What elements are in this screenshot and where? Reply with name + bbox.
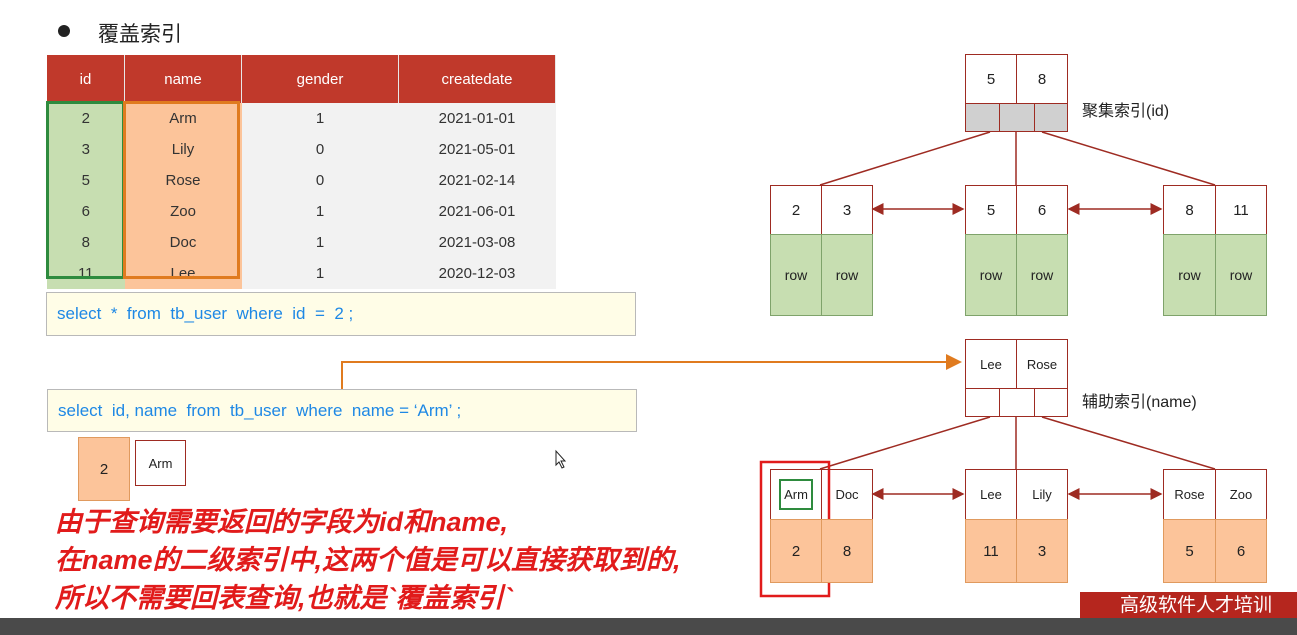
sql-query-by-id: select * from tb_user where id = 2 ; (46, 292, 636, 336)
explanation-line-3: 所以不需要回表查询,也就是`覆盖索引` (55, 583, 513, 613)
cell-gender: 1 (241, 196, 399, 227)
clustered-index-label: 聚集索引(id) (1082, 103, 1170, 120)
table-row: 3 Lily 0 2021-05-01 (47, 134, 556, 165)
result-id-cell: 2 (78, 437, 130, 501)
table-row: 6 Zoo 1 2021-06-01 (47, 196, 556, 227)
section-heading: 覆盖索引 (98, 23, 182, 46)
cell-id: 3 (47, 134, 125, 165)
cell-name: Rose (124, 165, 242, 196)
table-row: 8 Doc 1 2021-03-08 (47, 227, 556, 258)
secondary-index-label: 辅助索引(name) (1082, 394, 1197, 411)
clustered-leaf-row: row (965, 234, 1017, 316)
explanation-line-2: 在name的二级索引中,这两个值是可以直接获取到的, (55, 545, 681, 575)
column-header-name: name (124, 55, 242, 103)
clustered-leaf-key: 3 (821, 185, 873, 235)
clustered-leaf-row: row (1016, 234, 1068, 316)
clustered-leaf-row: row (770, 234, 822, 316)
cell-name: Zoo (124, 196, 242, 227)
secondary-root-pointer (965, 388, 1000, 417)
cell-id: 2 (47, 103, 125, 134)
secondary-root-pointer (999, 388, 1035, 417)
cell-createdate: 2021-01-01 (398, 103, 556, 134)
secondary-leaf-id: 11 (965, 519, 1017, 583)
clustered-leaf-row: row (1215, 234, 1267, 316)
clustered-leaf-key: 5 (965, 185, 1017, 235)
sql-query-by-name: select id, name from tb_user where name … (47, 389, 637, 432)
cell-createdate: 2021-06-01 (398, 196, 556, 227)
secondary-leaf-key-text: Arm (779, 479, 813, 510)
bottom-taskbar (0, 618, 1297, 635)
table-row: 5 Rose 0 2021-02-14 (47, 165, 556, 196)
secondary-leaf-key: Lee (965, 469, 1017, 520)
secondary-leaf-key: Lily (1016, 469, 1068, 520)
cell-createdate: 2021-05-01 (398, 134, 556, 165)
clustered-leaf-row: row (1163, 234, 1216, 316)
secondary-leaf-id: 5 (1163, 519, 1216, 583)
bullet-icon (58, 25, 70, 37)
cell-createdate: 2020-12-03 (398, 258, 556, 289)
clustered-root-key: 5 (965, 54, 1017, 104)
cell-name: Lily (124, 134, 242, 165)
secondary-leaf-id: 2 (770, 519, 822, 583)
name-column-highlight (123, 101, 240, 279)
column-header-id: id (47, 55, 125, 103)
cell-gender: 0 (241, 165, 399, 196)
cell-id: 5 (47, 165, 125, 196)
explanation-line-1: 由于查询需要返回的字段为id和name, (55, 507, 509, 537)
secondary-leaf-key: Zoo (1215, 469, 1267, 520)
secondary-root-key: Lee (965, 339, 1017, 389)
secondary-leaf-id: 6 (1215, 519, 1267, 583)
column-header-gender: gender (241, 55, 399, 103)
secondary-leaf-key: Doc (821, 469, 873, 520)
clustered-leaf-row: row (821, 234, 873, 316)
clustered-leaf-key: 8 (1163, 185, 1216, 235)
cell-gender: 0 (241, 134, 399, 165)
clustered-root-key: 8 (1016, 54, 1068, 104)
clustered-leaf-key: 2 (770, 185, 822, 235)
user-table: id name gender createdate 2 Arm 1 2021-0… (47, 55, 556, 289)
training-banner: 高级软件人才培训 (1080, 592, 1297, 618)
clustered-leaf-key: 6 (1016, 185, 1068, 235)
cell-gender: 1 (241, 103, 399, 134)
cell-name: Arm (124, 103, 242, 134)
column-header-createdate: createdate (398, 55, 556, 103)
cell-gender: 1 (241, 227, 399, 258)
clustered-root-pointer (1034, 103, 1068, 132)
cell-createdate: 2021-02-14 (398, 165, 556, 196)
secondary-leaf-key: Arm (770, 469, 822, 520)
cell-name: Doc (124, 227, 242, 258)
secondary-leaf-id: 8 (821, 519, 873, 583)
table-row: 2 Arm 1 2021-01-01 (47, 103, 556, 134)
secondary-leaf-key: Rose (1163, 469, 1216, 520)
secondary-leaf-id: 3 (1016, 519, 1068, 583)
cell-gender: 1 (241, 258, 399, 289)
secondary-root-pointer (1034, 388, 1068, 417)
cell-id: 8 (47, 227, 125, 258)
clustered-root-pointer (965, 103, 1000, 132)
clustered-leaf-key: 11 (1215, 185, 1267, 235)
result-name-cell: Arm (135, 440, 186, 486)
secondary-root-key: Rose (1016, 339, 1068, 389)
cell-id: 6 (47, 196, 125, 227)
cell-createdate: 2021-03-08 (398, 227, 556, 258)
clustered-root-pointer (999, 103, 1035, 132)
